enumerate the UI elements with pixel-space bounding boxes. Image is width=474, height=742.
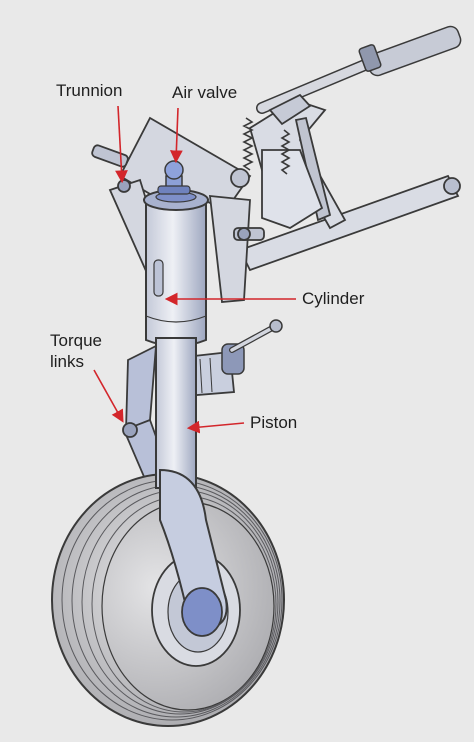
- trunnion-label: Trunnion: [56, 81, 123, 100]
- side-brace-frame: [238, 93, 461, 272]
- air-valve-arrow: [169, 107, 183, 164]
- air-valve-label: Air valve: [172, 83, 238, 102]
- air-valve-fitting: [157, 160, 191, 195]
- torque-links-assembly: [122, 344, 178, 502]
- uplock-springs: [242, 117, 291, 175]
- trunnion-arrow: [115, 105, 128, 184]
- drag-brace-actuator: [256, 25, 462, 114]
- piston-label: Piston: [250, 413, 298, 432]
- callout-arrows: [93, 105, 296, 434]
- torque-links-arrow: [93, 369, 124, 423]
- piston-fork: [155, 337, 228, 637]
- cylinder-label: Cylinder: [302, 289, 365, 308]
- cylinder-body: [143, 189, 209, 347]
- piston-arrow: [186, 420, 245, 434]
- torque-links-label: Torque links: [50, 331, 102, 371]
